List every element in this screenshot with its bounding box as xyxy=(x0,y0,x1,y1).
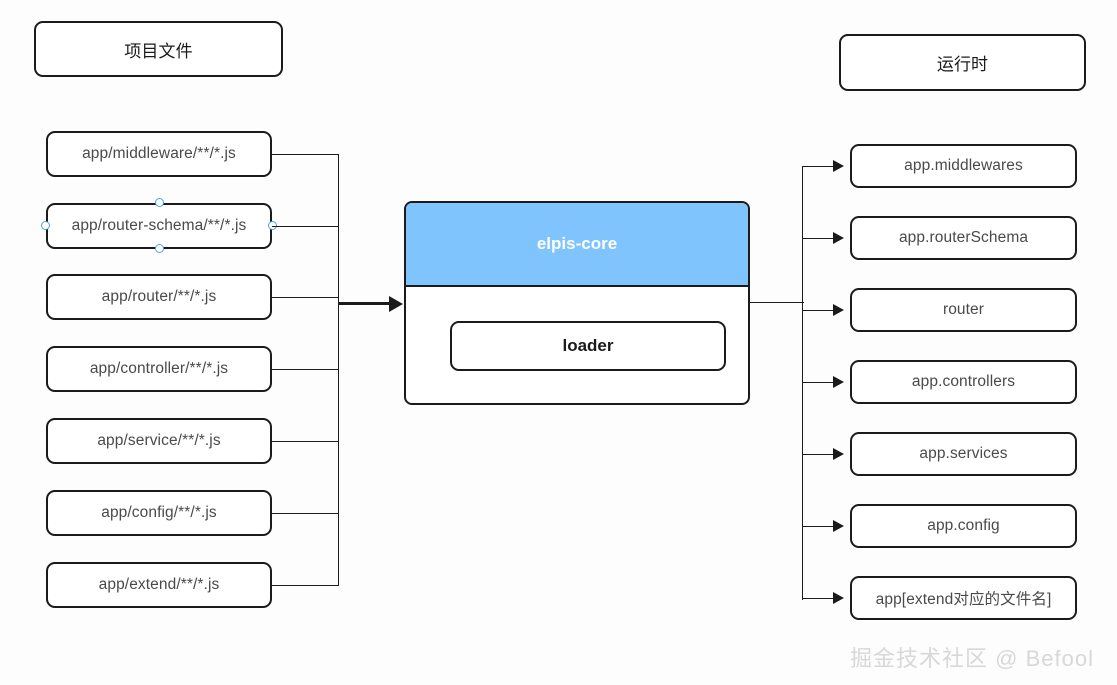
loader-box[interactable]: loader xyxy=(450,321,726,371)
runtime-node-middlewares[interactable]: app.middlewares xyxy=(850,144,1077,188)
left-column-title[interactable]: 项目文件 xyxy=(34,21,283,77)
right-connector-bus xyxy=(802,166,803,600)
source-file-node-router-schema[interactable]: app/router-schema/**/*.js xyxy=(46,202,272,249)
elpis-core-body: loader xyxy=(406,285,748,403)
right-column-title[interactable]: 运行时 xyxy=(839,34,1086,91)
arrow-bus-to-core-line xyxy=(338,302,391,305)
connector-router-to-bus xyxy=(272,297,338,298)
source-file-node-config[interactable]: app/config/**/*.js xyxy=(46,490,272,536)
connector-bus-to-router xyxy=(802,310,835,311)
runtime-node-services[interactable]: app.services xyxy=(850,432,1077,476)
arrow-head-router xyxy=(833,304,844,316)
connector-controller-to-bus xyxy=(272,369,338,370)
source-file-node-service[interactable]: app/service/**/*.js xyxy=(46,418,272,464)
arrow-head-controllers xyxy=(833,376,844,388)
arrow-head-extend xyxy=(833,592,844,604)
connector-bus-to-extend xyxy=(802,598,835,599)
connector-bus-to-middlewares xyxy=(802,166,835,167)
selection-handle-bottom[interactable] xyxy=(155,244,164,253)
connector-middleware-to-bus xyxy=(272,154,338,155)
runtime-node-router[interactable]: router xyxy=(850,288,1077,332)
arrow-bus-to-core-head xyxy=(389,295,403,312)
runtime-node-config[interactable]: app.config xyxy=(850,504,1077,548)
connector-config-to-bus xyxy=(272,513,338,514)
selection-handle-top[interactable] xyxy=(155,198,164,207)
connector-bus-to-router-schema xyxy=(802,238,835,239)
arrow-head-middlewares xyxy=(833,160,844,172)
selection-handle-left[interactable] xyxy=(41,221,50,230)
runtime-node-extend[interactable]: app[extend对应的文件名] xyxy=(850,576,1077,620)
elpis-core-header: elpis-core xyxy=(406,203,748,287)
source-file-node-controller[interactable]: app/controller/**/*.js xyxy=(46,346,272,392)
connector-bus-to-controllers xyxy=(802,382,835,383)
elpis-core-box[interactable]: elpis-core loader xyxy=(404,201,750,405)
connector-service-to-bus xyxy=(272,441,338,442)
connector-bus-to-services xyxy=(802,454,835,455)
connector-extend-to-bus xyxy=(272,585,338,586)
source-file-node-extend[interactable]: app/extend/**/*.js xyxy=(46,562,272,608)
connector-bus-to-config xyxy=(802,526,835,527)
arrow-head-services xyxy=(833,448,844,460)
arrow-head-router-schema xyxy=(833,232,844,244)
arrow-head-config xyxy=(833,520,844,532)
connector-router-schema-to-bus xyxy=(272,225,338,227)
runtime-node-router-schema[interactable]: app.routerSchema xyxy=(850,216,1077,260)
left-connector-bus xyxy=(338,154,339,586)
source-file-node-middleware[interactable]: app/middleware/**/*.js xyxy=(46,131,272,177)
source-file-node-router[interactable]: app/router/**/*.js xyxy=(46,274,272,320)
connector-core-to-right-bus xyxy=(750,302,804,303)
runtime-node-controllers[interactable]: app.controllers xyxy=(850,360,1077,404)
watermark-text: 掘金技术社区 @ Befool xyxy=(850,646,1094,671)
